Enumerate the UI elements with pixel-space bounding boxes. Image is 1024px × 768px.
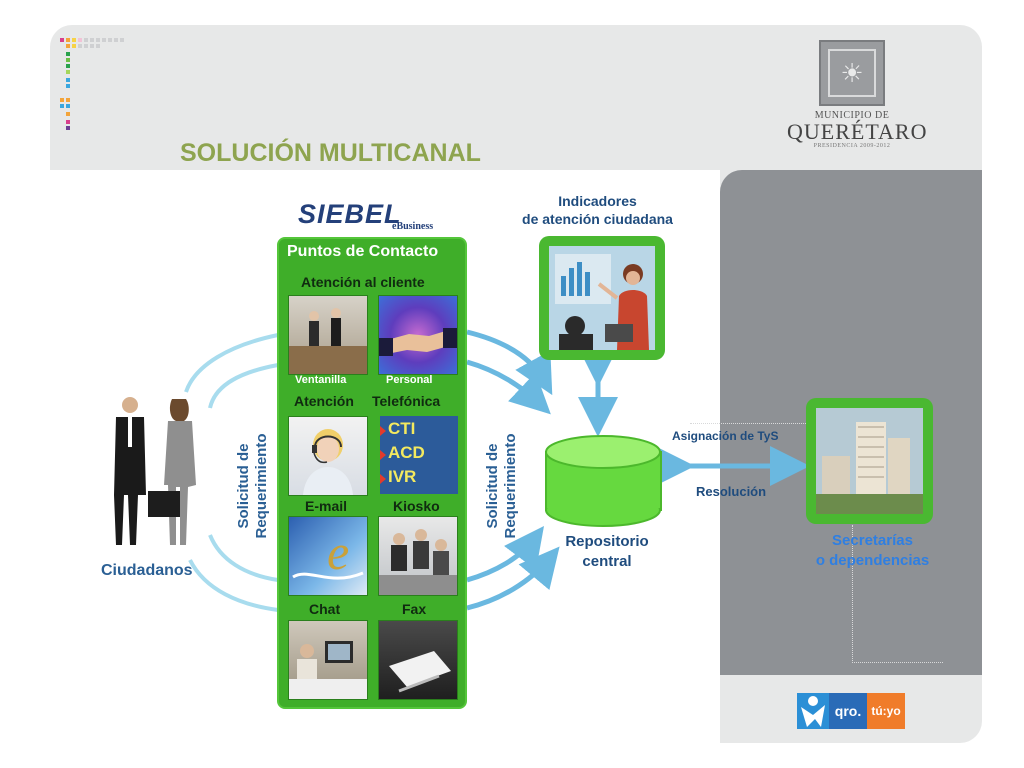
municipio-logo: ☀ MUNICIPIO DE QUERÉTARO PRESIDENCIA 200… <box>787 40 928 149</box>
caption-ventanilla: Ventanilla <box>295 374 347 386</box>
handshake-icon <box>379 328 457 356</box>
label-email: E-mail <box>305 498 348 514</box>
repositorio-line1: Repositorio <box>565 533 649 550</box>
dotted-guide-top <box>690 423 808 424</box>
resolucion-label: Resolución <box>696 484 767 499</box>
slide-title: SOLUCIÓN MULTICANAL <box>180 139 481 167</box>
presentation-photo-icon <box>549 246 655 350</box>
tile-ivr-list: CTI ACD IVR <box>380 416 458 494</box>
secretarias-line1: Secretarías <box>832 532 913 549</box>
meeting-people-icon <box>379 529 457 595</box>
ivr-item-acd: ACD <box>388 443 425 462</box>
qro-badge-right: tú:yo <box>867 693 905 729</box>
headset-operator-icon <box>303 429 353 495</box>
ivr-item-ivr: IVR <box>388 467 417 486</box>
svg-text:e: e <box>327 524 349 580</box>
logo-sub: MUNICIPIO DE <box>814 110 890 121</box>
buildings-photo-icon <box>816 408 923 514</box>
logo-small: PRESIDENCIA 2009-2012 <box>813 143 891 149</box>
asignacion-label: Asignación de TyS <box>672 429 779 443</box>
qro-badge: qro. tú:yo <box>797 693 905 729</box>
qro-figure-icon <box>797 693 829 729</box>
section-telefonica: Telefónica <box>372 393 441 409</box>
solicitud-right-line2: Requerimiento <box>502 433 519 539</box>
tile-kiosko <box>378 516 458 596</box>
solicitud-left: Solicitud de Requerimiento <box>235 416 271 556</box>
indicadores-line2: de atención ciudadana <box>522 211 673 227</box>
tile-fax <box>378 620 458 700</box>
curve-left-1 <box>184 333 279 393</box>
curve-left-4 <box>188 559 279 612</box>
label-kiosko: Kiosko <box>393 498 440 514</box>
bullet-icon <box>380 426 386 436</box>
label-chat: Chat <box>309 601 341 617</box>
curve-left-2 <box>208 363 279 409</box>
dotted-guide-right <box>852 525 943 663</box>
solicitud-left-line2: Requerimiento <box>253 433 270 539</box>
solicitud-right: Solicitud de Requerimiento <box>484 416 520 556</box>
repositorio-line2: central <box>582 553 632 570</box>
logo-main: QUERÉTARO <box>787 119 928 144</box>
arrow-right-2 <box>466 359 551 415</box>
tile-telefonica <box>288 416 368 496</box>
solicitud-left-line1: Solicitud de <box>235 443 252 529</box>
qro-badge-left: qro. <box>829 693 867 729</box>
section-atencion-cliente: Atención al cliente <box>301 274 425 290</box>
fax-machine-icon <box>389 651 451 693</box>
ivr-item-cti: CTI <box>388 419 416 438</box>
ciudadanos-people-icon <box>114 397 196 545</box>
tile-email: e <box>288 516 368 596</box>
coat-of-arms-icon: ☀ <box>819 40 885 106</box>
arrow-right-1 <box>466 329 553 396</box>
repositorio-label: Repositorio central <box>552 532 662 572</box>
section-atencion: Atención <box>294 393 354 409</box>
repositorio-cylinder <box>545 435 662 527</box>
curve-left-3 <box>208 534 279 582</box>
siebel-sub: eBusiness <box>392 221 434 232</box>
tile-chat <box>288 620 368 700</box>
caption-personal: Personal <box>386 374 433 386</box>
ciudadanos-label: Ciudadanos <box>101 562 193 579</box>
chat-computer-icon <box>289 641 367 699</box>
solicitud-right-line1: Solicitud de <box>484 443 501 529</box>
ventanilla-photo-icon <box>289 308 367 374</box>
tile-ventanilla <box>288 295 368 375</box>
bullet-icon <box>380 450 386 460</box>
contact-panel-header: Puntos de Contacto <box>287 243 439 260</box>
siebel-logo: SIEBEL <box>298 199 402 229</box>
tile-personal <box>378 295 458 375</box>
label-fax: Fax <box>402 601 427 617</box>
arrow-right-4 <box>466 546 560 611</box>
indicadores-label: Indicadores de atención ciudadana <box>505 192 690 228</box>
internet-e-icon: e <box>292 524 364 580</box>
secretarias-line2: o dependencias <box>815 552 930 569</box>
indicadores-line1: Indicadores <box>558 193 637 209</box>
arrow-right-3 <box>466 526 545 583</box>
secretarias-label: Secretarías o dependencias <box>800 531 945 571</box>
bullet-icon <box>380 474 386 484</box>
